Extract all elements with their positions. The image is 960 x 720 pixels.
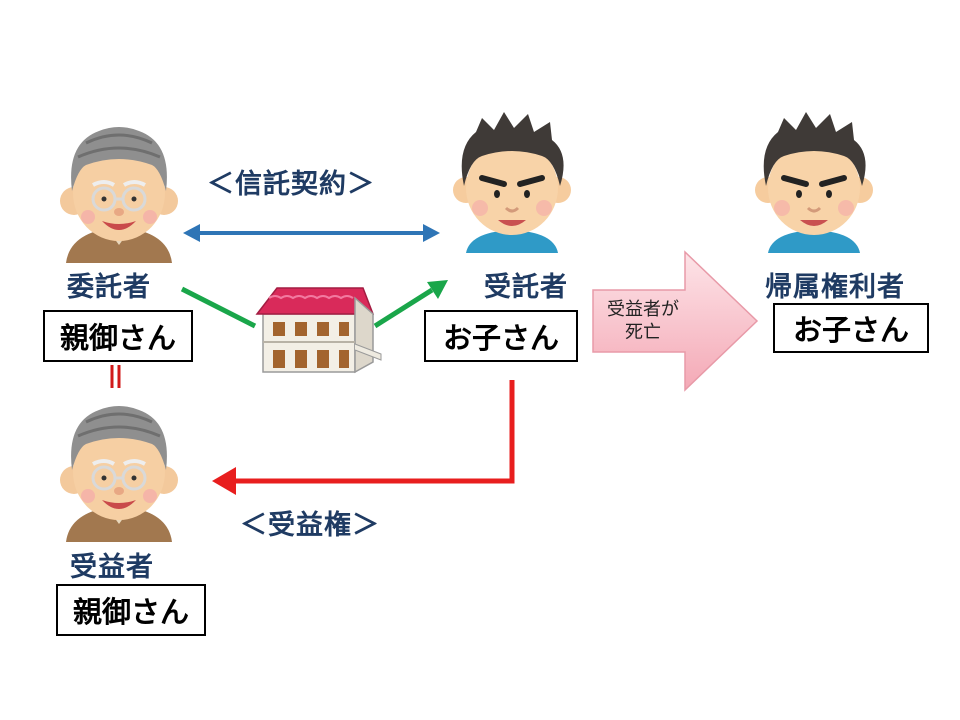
equal-sign xyxy=(110,365,121,388)
settlor-name-box: 親御さん xyxy=(43,310,193,362)
settlor-figure xyxy=(44,113,194,263)
contract-label: ＜信託契約＞ xyxy=(207,169,375,200)
remainder-name-box: お子さん xyxy=(773,303,929,353)
elderly-man-icon xyxy=(60,406,178,542)
transfer-arrow xyxy=(180,280,448,329)
beneficiary-name-box: 親御さん xyxy=(56,584,206,636)
house-icon xyxy=(255,287,382,374)
contract-arrow xyxy=(183,224,440,242)
benefit-label: ＜受益権＞ xyxy=(240,510,380,541)
death-event-line2: 死亡 xyxy=(625,322,661,343)
settlor-label: 委託者 xyxy=(67,272,151,303)
trustee-label: 受託者 xyxy=(484,272,568,303)
house-figure xyxy=(255,284,385,376)
remainder-figure xyxy=(744,108,884,253)
death-event-arrow xyxy=(592,250,759,392)
young-man-icon xyxy=(453,112,571,253)
remainder-label: 帰属権利者 xyxy=(765,272,905,303)
death-event-line1: 受益者が xyxy=(607,299,679,320)
trustee-name-box: お子さん xyxy=(424,310,578,362)
benefit-arrow xyxy=(212,380,515,495)
young-man-icon xyxy=(755,112,873,253)
death-event-text: 受益者が 死亡 xyxy=(600,298,686,344)
elderly-man-icon xyxy=(60,127,178,263)
beneficiary-label: 受益者 xyxy=(70,552,154,583)
trustee-figure xyxy=(442,108,582,253)
beneficiary-figure xyxy=(44,392,194,542)
